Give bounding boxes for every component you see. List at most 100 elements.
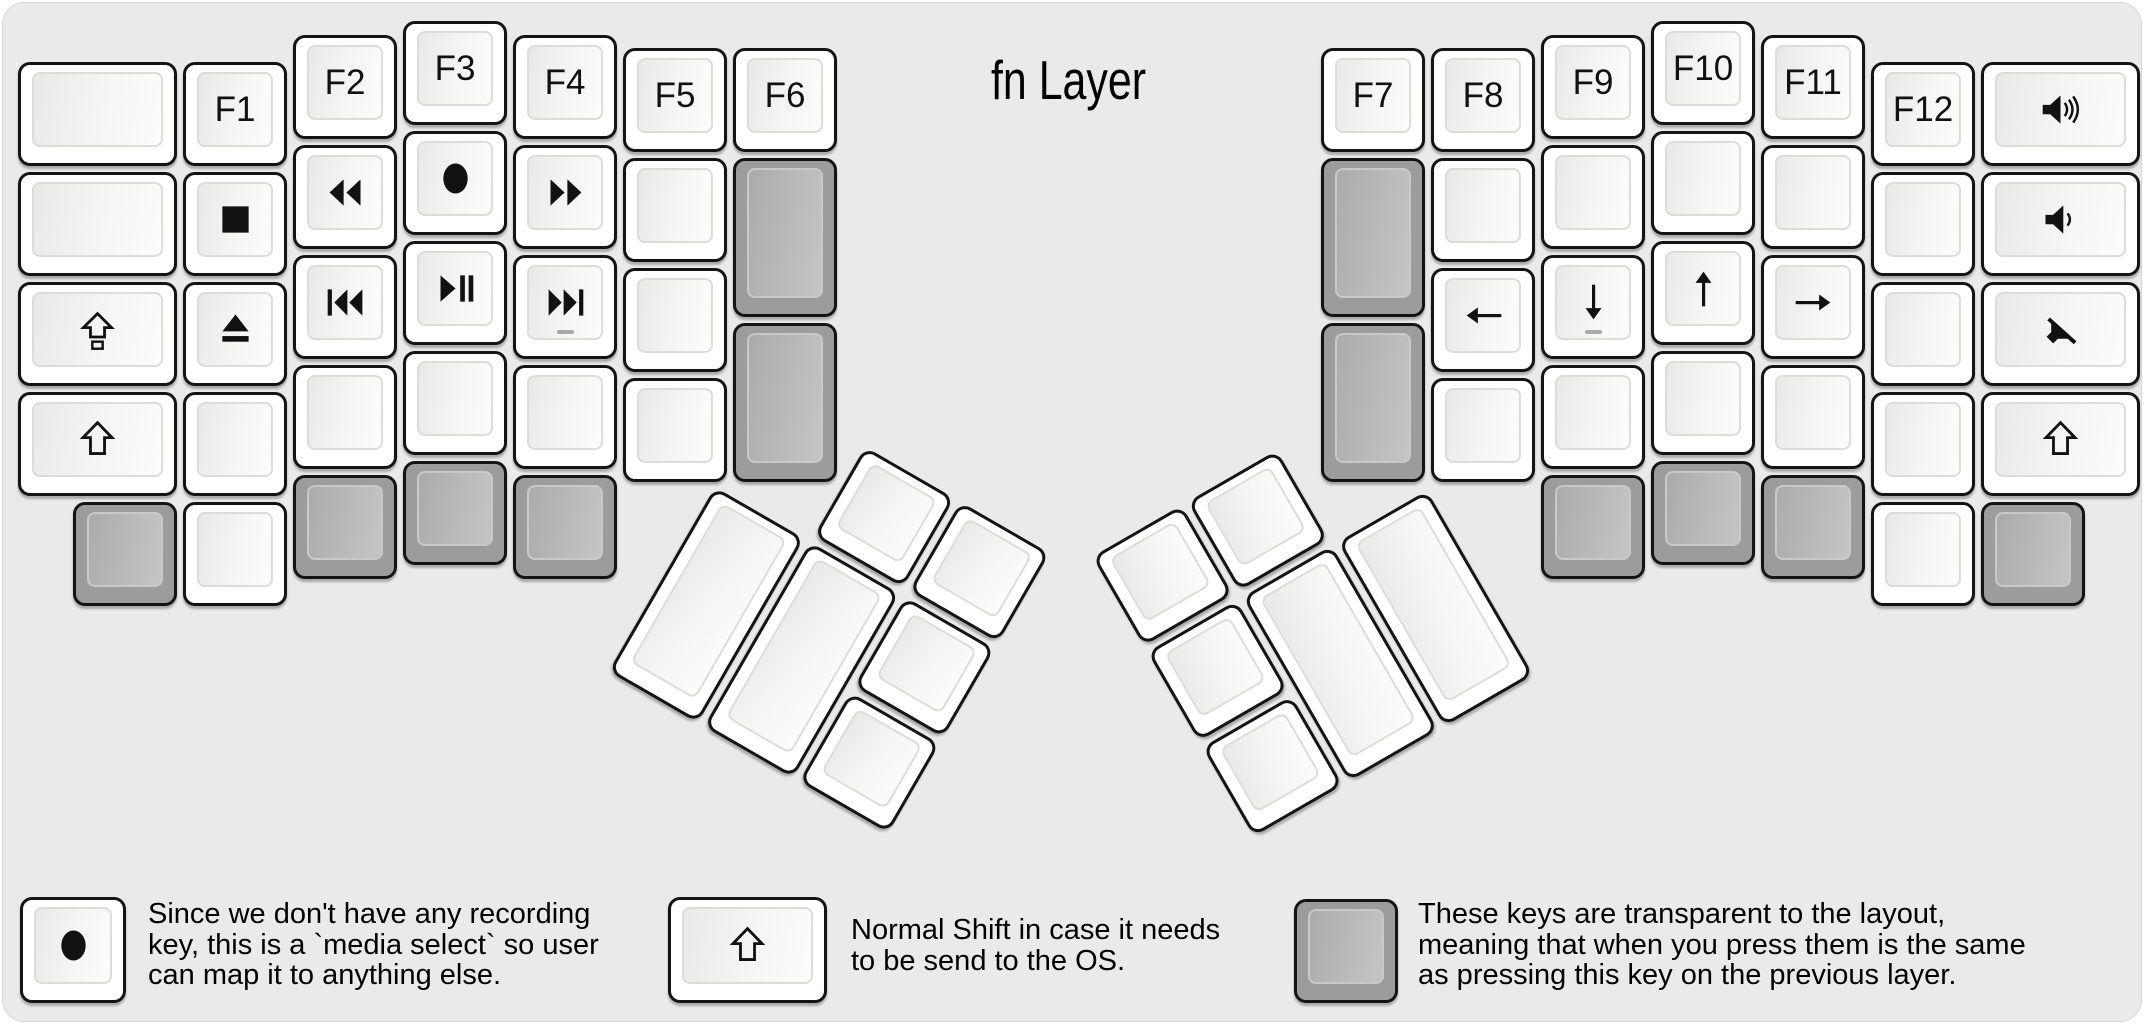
key-blank[interactable]	[1541, 365, 1645, 469]
keycap-top	[1665, 361, 1741, 436]
keycap-top	[1775, 265, 1851, 340]
key-arrow-left[interactable]	[1431, 268, 1535, 372]
key-f1[interactable]: F1	[183, 62, 287, 166]
key-fast-forward[interactable]	[513, 145, 617, 249]
keycap-top	[197, 182, 273, 257]
record-icon	[433, 156, 478, 201]
keycap-top	[32, 182, 163, 257]
key-next-track[interactable]	[513, 255, 617, 359]
key-transparent[interactable]	[403, 461, 507, 565]
legend-text-line: to be send to the OS.	[851, 944, 1126, 977]
key-arrow-right[interactable]	[1761, 255, 1865, 359]
eject-icon	[213, 307, 258, 352]
key-blank[interactable]	[1871, 502, 1975, 606]
key-record[interactable]	[403, 131, 507, 235]
arrow-down-icon	[1571, 280, 1616, 325]
keycap-top: F3	[417, 31, 493, 106]
key-blank[interactable]	[18, 62, 177, 166]
key-blank[interactable]	[183, 502, 287, 606]
keycap-top	[1555, 375, 1631, 450]
key-rewind[interactable]	[293, 145, 397, 249]
homing-dash	[557, 330, 574, 334]
key-blank[interactable]	[1431, 158, 1535, 262]
keycap-top	[307, 375, 383, 450]
key-volume-up[interactable]	[1981, 62, 2140, 166]
key-shift[interactable]	[18, 392, 177, 496]
key-blank[interactable]	[1541, 145, 1645, 249]
keycap-top	[637, 168, 713, 243]
key-blank[interactable]	[1651, 351, 1755, 455]
key-volume-down[interactable]	[1981, 172, 2140, 276]
key-arrow-up[interactable]	[1651, 241, 1755, 345]
key-f6[interactable]: F6	[733, 48, 837, 152]
keycap-top	[1995, 292, 2126, 367]
key-transparent[interactable]	[733, 323, 837, 482]
key-blank[interactable]	[1761, 145, 1865, 249]
key-transparent[interactable]	[293, 475, 397, 579]
key-f8[interactable]: F8	[1431, 48, 1535, 152]
key-f7[interactable]: F7	[1321, 48, 1425, 152]
keycap-top: F9	[1555, 45, 1631, 120]
keycap-top	[1995, 72, 2126, 147]
legend-shift-key	[668, 897, 827, 1003]
keycap-top	[417, 251, 493, 326]
key-blank[interactable]	[623, 268, 727, 372]
key-blank[interactable]	[623, 378, 727, 482]
keycap-top	[1775, 375, 1851, 450]
key-blank[interactable]	[623, 158, 727, 262]
key-caps-lock[interactable]	[18, 282, 177, 386]
keycap-top	[32, 402, 163, 477]
key-transparent[interactable]	[1321, 323, 1425, 482]
keycap-top	[1885, 292, 1961, 367]
key-blank[interactable]	[18, 172, 177, 276]
keycap-top	[32, 72, 163, 147]
key-transparent[interactable]	[513, 475, 617, 579]
keycap-top	[34, 907, 112, 984]
key-blank[interactable]	[183, 392, 287, 496]
keycap-top	[1995, 182, 2126, 257]
key-prev-track[interactable]	[293, 255, 397, 359]
key-transparent[interactable]	[73, 502, 177, 606]
key-f11[interactable]: F11	[1761, 35, 1865, 139]
key-f4[interactable]: F4	[513, 35, 617, 139]
key-arrow-down[interactable]	[1541, 255, 1645, 359]
keycap-top	[1555, 485, 1631, 560]
key-f10[interactable]: F10	[1651, 21, 1755, 125]
keycap-top	[1555, 265, 1631, 340]
key-blank[interactable]	[403, 351, 507, 455]
key-transparent[interactable]	[1321, 158, 1425, 317]
key-blank[interactable]	[1871, 172, 1975, 276]
key-f3[interactable]: F3	[403, 21, 507, 125]
keycap-top	[637, 278, 713, 353]
play-pause-icon	[433, 266, 478, 311]
key-blank[interactable]	[1871, 392, 1975, 496]
key-transparent[interactable]	[1541, 475, 1645, 579]
key-play-pause[interactable]	[403, 241, 507, 345]
key-transparent[interactable]	[733, 158, 837, 317]
key-blank[interactable]	[513, 365, 617, 469]
key-mute[interactable]	[1981, 282, 2140, 386]
key-blank[interactable]	[1761, 365, 1865, 469]
key-shift[interactable]	[1981, 392, 2140, 496]
key-f5[interactable]: F5	[623, 48, 727, 152]
keycap-top	[527, 265, 603, 340]
key-transparent[interactable]	[1651, 461, 1755, 565]
key-transparent[interactable]	[1981, 502, 2085, 606]
key-label: F2	[324, 62, 366, 102]
key-f9[interactable]: F9	[1541, 35, 1645, 139]
key-transparent[interactable]	[1761, 475, 1865, 579]
key-f2[interactable]: F2	[293, 35, 397, 139]
key-blank[interactable]	[1431, 378, 1535, 482]
arrow-right-icon	[1791, 280, 1836, 325]
key-stop[interactable]	[183, 172, 287, 276]
key-f12[interactable]: F12	[1871, 62, 1975, 166]
keycap-top	[1665, 141, 1741, 216]
key-eject[interactable]	[183, 282, 287, 386]
legend-text-line: These keys are transparent to the layout…	[1418, 898, 1946, 930]
key-blank[interactable]	[1651, 131, 1755, 235]
key-blank[interactable]	[1871, 282, 1975, 386]
shift-icon	[725, 923, 770, 968]
layer-title: fn Layer	[991, 49, 1147, 111]
key-blank[interactable]	[293, 365, 397, 469]
